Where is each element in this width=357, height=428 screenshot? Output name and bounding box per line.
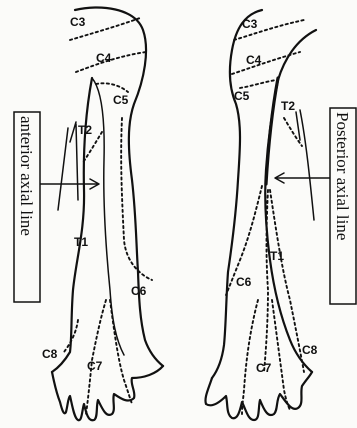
right-label-c8: C8 [302, 343, 318, 357]
left-label-c3: C3 [70, 15, 86, 29]
left-axial-label: anterior axial line [17, 116, 36, 236]
left-label-c7: C7 [87, 359, 103, 373]
right-label-t2: T2 [281, 99, 295, 113]
right-t1-boundary-b [270, 190, 304, 372]
left-arm: C3 C4 C5 T2 T1 C6 C8 C7 anterior axial l… [14, 7, 163, 420]
left-c5-c6-boundary [96, 83, 128, 92]
right-axial-label: Posterior axial line [333, 112, 352, 240]
right-label-t1: T1 [270, 249, 284, 263]
left-hand [52, 366, 163, 420]
right-label-c7: C7 [256, 361, 272, 375]
right-axial-line [266, 78, 278, 184]
left-label-c5: C5 [113, 93, 129, 107]
left-label-c4: C4 [96, 51, 112, 65]
right-c7-boundary-a [242, 300, 258, 414]
right-label-c5: C5 [234, 89, 250, 103]
left-chest-line [58, 122, 78, 210]
left-arm-inner-line [92, 78, 124, 355]
right-hand [205, 372, 312, 420]
left-label-t1: T1 [74, 235, 88, 249]
right-label-c3: C3 [242, 17, 258, 31]
right-torso-line [296, 110, 314, 220]
left-label-c8: C8 [42, 347, 58, 361]
left-label-c6: C6 [131, 284, 147, 298]
left-label-t2: T2 [78, 123, 92, 137]
right-arm: C3 C4 C5 T2 T1 C6 C8 C7 Posterior axial … [205, 10, 356, 420]
right-c4-c5-boundary [232, 52, 300, 74]
right-c5-c6-boundary [240, 80, 276, 88]
left-c7-boundary-a [86, 300, 106, 414]
right-label-c6: C6 [236, 275, 252, 289]
left-arm-outer-contour [75, 7, 163, 366]
right-t1-boundary-a [264, 190, 268, 372]
right-label-c4: C4 [246, 53, 262, 67]
